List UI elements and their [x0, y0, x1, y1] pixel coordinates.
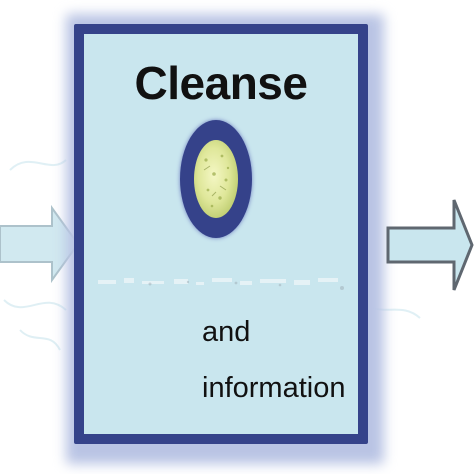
faded-text-band: [98, 278, 344, 290]
process-label-line2: information: [202, 372, 346, 404]
output-arrow-icon: [386, 199, 474, 291]
input-arrow-icon: [0, 204, 80, 284]
lens-center: [194, 140, 238, 218]
lens-texture: [203, 154, 230, 208]
lens-icon: [180, 120, 252, 238]
process-label-line1: and: [202, 316, 251, 348]
process-title: Cleanse: [134, 57, 308, 109]
cleanse-process-box: Cleanse: [74, 24, 368, 444]
